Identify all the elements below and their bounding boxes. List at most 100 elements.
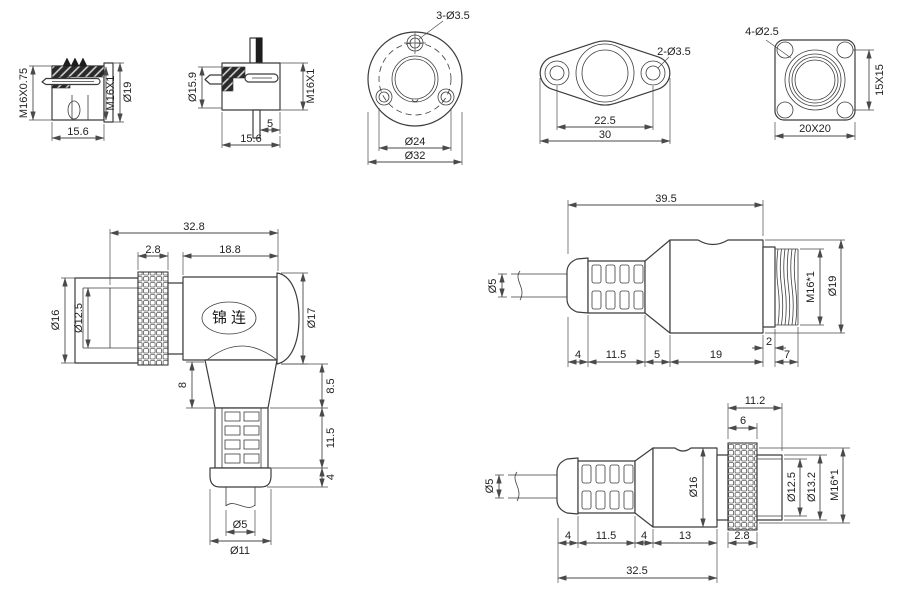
boss-bore bbox=[581, 49, 629, 97]
socket-insert-block bbox=[221, 77, 234, 92]
view-straight-plug: 39.5 Ø5 M16*1 Ø19 4 11.5 5 19 2 7 bbox=[487, 193, 845, 367]
ss-socket-barrel bbox=[756, 454, 783, 521]
dim-body-width: 15.6 bbox=[67, 126, 88, 138]
dim-seg-thread: 7 bbox=[784, 349, 790, 361]
dim-thread: M16X1 bbox=[305, 69, 317, 104]
sp-cable bbox=[511, 273, 568, 298]
dim-pin-offset: 5 bbox=[267, 118, 273, 130]
ra-knurl-ring bbox=[137, 271, 169, 366]
dim-seg-taper: 5 bbox=[654, 349, 660, 361]
ra-boot-collar bbox=[209, 467, 272, 488]
ra-strain-relief bbox=[214, 407, 269, 469]
oval-flange-outline bbox=[539, 40, 671, 106]
dim-mount-holes: 3-Ø3.5 bbox=[436, 10, 470, 22]
dim-outer-dia: Ø32 bbox=[405, 150, 426, 162]
cable-break bbox=[517, 270, 523, 301]
ra-grip-slots bbox=[224, 411, 260, 464]
ra-step bbox=[167, 282, 184, 355]
dim-seg-boot: 4 bbox=[565, 530, 571, 542]
bore-outer bbox=[391, 55, 439, 103]
cable-break bbox=[225, 503, 256, 508]
dim-overall-length: 39.5 bbox=[655, 193, 676, 205]
boss-outer bbox=[575, 43, 635, 103]
keyway bbox=[411, 98, 419, 102]
dim-body-width: 18.8 bbox=[219, 244, 240, 256]
dim-hole-spacing: 22.5 bbox=[594, 115, 615, 127]
socket-tail-pin bbox=[252, 109, 261, 139]
view-socket-side: Ø15.9 M16X1 5 15.6 bbox=[187, 37, 317, 148]
plug-gasket bbox=[62, 57, 88, 67]
leader-line bbox=[418, 20, 444, 40]
dim-cable-dia: Ø5 bbox=[487, 279, 499, 294]
dim-thread: M16*1 bbox=[805, 271, 817, 303]
dim-neck-height: 8 bbox=[177, 382, 189, 388]
dim-bore-dia: Ø12.5 bbox=[786, 472, 798, 502]
brand-oval bbox=[201, 301, 257, 335]
bore-inner bbox=[394, 58, 436, 100]
dim-seg-taper: 4 bbox=[641, 530, 647, 542]
socket-knurl-band bbox=[221, 66, 246, 79]
sp-strain-relief bbox=[587, 260, 646, 314]
ra-head-dome bbox=[276, 272, 300, 365]
view-plug-side: M16X0.75 M16X1 Ø19 15.6 bbox=[18, 57, 134, 141]
dim-overall-length: 32.5 bbox=[626, 565, 647, 577]
dim-seg-boot: 4 bbox=[575, 349, 581, 361]
dim-mount-holes: 2-Ø3.5 bbox=[657, 46, 691, 58]
dim-seg-step: 2 bbox=[766, 336, 772, 348]
dim-head-height: 8.5 bbox=[325, 378, 337, 393]
dim-body-width: 15.6 bbox=[240, 133, 261, 145]
ss-boot-cap bbox=[556, 457, 579, 515]
dim-grip-height: 11.5 bbox=[325, 428, 337, 449]
ss-taper bbox=[634, 447, 654, 528]
ss-cable bbox=[508, 474, 558, 499]
dim-seg-body: 19 bbox=[710, 349, 722, 361]
dim-plate-size: 20X20 bbox=[799, 123, 831, 135]
dim-thread-front: M16X1 bbox=[105, 76, 117, 111]
plug-knurl-band bbox=[51, 65, 105, 78]
leader-line bbox=[765, 39, 792, 59]
dim-knurl-width: 2.8 bbox=[734, 530, 749, 542]
ra-tube-arch bbox=[206, 345, 278, 361]
sp-thread-coils bbox=[776, 248, 798, 326]
ss-strain-relief bbox=[577, 460, 636, 514]
dim-cable-dia: Ø5 bbox=[484, 479, 496, 494]
dim-outer-dia: Ø19 bbox=[122, 82, 134, 103]
dim-hole-spacing: 15X15 bbox=[874, 64, 886, 96]
ss-grip-slots bbox=[581, 464, 634, 510]
dim-mount-holes: 4-Ø2.5 bbox=[745, 26, 779, 38]
view-oval-flange: 2-Ø3.5 22.5 30 bbox=[539, 40, 691, 144]
view-square-flange: 4-Ø2.5 15X15 20X20 bbox=[745, 26, 886, 140]
ss-knurled-nut bbox=[727, 442, 758, 531]
sp-collar bbox=[762, 246, 776, 328]
dim-overall-width: 30 bbox=[599, 129, 611, 141]
view-round-flange: 3-Ø3.5 Ø24 Ø32 bbox=[367, 10, 470, 165]
sp-grip-slots bbox=[591, 264, 644, 310]
ra-body bbox=[182, 276, 278, 361]
sp-body bbox=[669, 239, 764, 334]
ra-cable bbox=[225, 487, 256, 506]
dim-bolt-circle: Ø24 bbox=[405, 136, 426, 148]
dim-body-dia: Ø19 bbox=[827, 276, 839, 297]
dim-head-dia: Ø17 bbox=[306, 308, 318, 329]
view-right-angle-plug: 锦连 32.8 2.8 18.8 Ø16 Ø12.5 Ø17 8 8.5 11.… bbox=[50, 221, 337, 557]
dim-overall-length: 32.8 bbox=[183, 221, 204, 233]
square-flange-outline bbox=[774, 39, 856, 121]
dim-bore-dia: Ø12.5 bbox=[73, 303, 85, 333]
socket-contact-tab bbox=[204, 74, 223, 85]
dim-nut-width: 6 bbox=[740, 415, 746, 427]
cable-break bbox=[514, 471, 520, 502]
ss-neck bbox=[716, 454, 729, 521]
solder-cup bbox=[67, 100, 81, 120]
dim-seg-grip: 11.5 bbox=[606, 349, 627, 361]
dim-collar-height: 4 bbox=[325, 474, 337, 480]
ra-taper bbox=[204, 359, 278, 409]
dim-body-dia: Ø15.9 bbox=[187, 72, 199, 102]
view-straight-socket: Ø5 Ø16 11.2 6 Ø12.5 Ø13.2 M16*1 4 11.5 4… bbox=[484, 395, 850, 583]
dim-boot-dia: Ø11 bbox=[230, 545, 250, 557]
dim-thread: M16*1 bbox=[829, 469, 841, 501]
dim-cable-dia: Ø5 bbox=[233, 519, 248, 531]
dim-seg-grip: 11.5 bbox=[596, 530, 617, 542]
dim-barrel-dia: Ø16 bbox=[50, 310, 62, 331]
brand-label: 锦连 bbox=[212, 310, 250, 327]
